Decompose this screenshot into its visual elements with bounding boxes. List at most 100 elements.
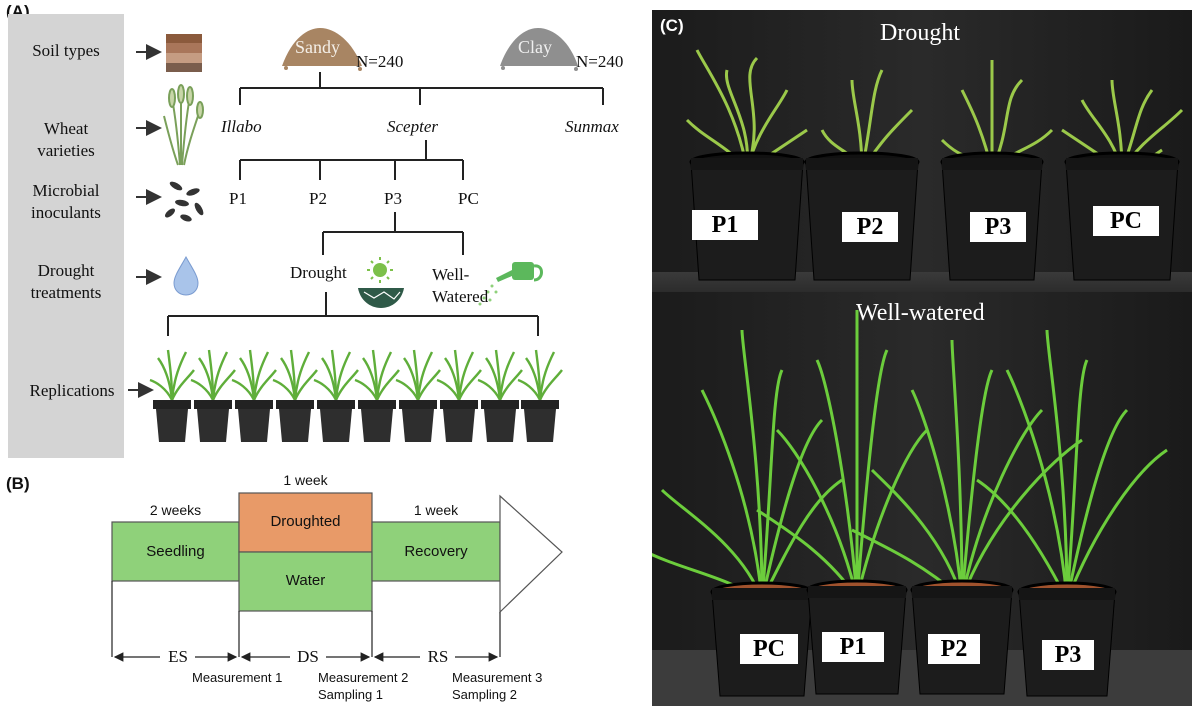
wheat-blade: [760, 369, 784, 601]
row-label-drought-1: Drought: [37, 261, 95, 280]
drought-title: Drought: [880, 20, 960, 46]
inoculant-p2: P2: [309, 189, 327, 208]
watered-pot-label-p2: P2: [928, 634, 980, 664]
plant-photo: Drought Well-watered P1 P2 P3 PC PC P1 P…: [652, 10, 1192, 706]
seedling-leaf: [231, 378, 256, 401]
seedling-leaf: [190, 378, 215, 401]
watered-pot-label-p1: P1: [822, 632, 884, 662]
replicate-pot: [354, 349, 400, 442]
pot-rim: [521, 400, 559, 409]
soil-n-sandy: N=240: [356, 52, 404, 71]
panel-a-graphics: [128, 28, 604, 442]
phase-seedling: Seedling: [146, 543, 205, 560]
wheat-blade: [1065, 448, 1168, 601]
inoculant-p3: P3: [384, 189, 402, 208]
duration-drought: 1 week: [283, 472, 328, 488]
watered-pot-label-pc: PC: [740, 634, 798, 664]
pot-body: [402, 409, 434, 442]
treatment-well-2: Watered: [432, 287, 489, 306]
wheat-blade: [760, 418, 824, 601]
seedling-leaf: [170, 369, 195, 401]
measurement-1: Measurement 1: [192, 670, 283, 685]
seedling-leaf: [375, 351, 393, 401]
seedling-leaf: [517, 378, 542, 401]
seedling-leaf: [354, 378, 379, 401]
seedling-leaf: [293, 369, 318, 401]
wheat-blade: [1065, 359, 1089, 601]
tree-lines: [167, 72, 604, 336]
phase-water: Water: [285, 572, 326, 589]
soil-label-clay: Clay: [518, 37, 552, 57]
wheat-blade: [960, 369, 994, 599]
replicate-pots: [149, 349, 563, 442]
replicate-pot: [272, 349, 318, 442]
seedling-leaf: [313, 378, 338, 401]
wheat-blade: [1065, 408, 1129, 601]
seedling-leaf: [207, 349, 215, 401]
pot-body: [238, 409, 270, 442]
stage-rs: RS: [427, 647, 449, 666]
replicate-pot: [436, 349, 482, 442]
wheat-blade: [976, 478, 1069, 601]
phase-recovery: Recovery: [404, 543, 468, 560]
seedling-leaf: [252, 369, 277, 401]
seedling-leaf: [416, 369, 441, 401]
treatment-well-1: Well-: [432, 265, 470, 284]
pot-rim: [235, 400, 273, 409]
seedling-leaf: [334, 351, 352, 401]
seedling-leaf: [534, 349, 542, 401]
replicate-pot: [149, 349, 195, 442]
drought-pot-label-p3: P3: [970, 212, 1026, 242]
drought-pot-label-pc: PC: [1093, 206, 1159, 236]
seedling-leaf: [538, 369, 563, 401]
pot-body: [156, 409, 188, 442]
variety-scepter: Scepter: [387, 117, 438, 136]
wheat-blade: [855, 349, 889, 599]
sampling-1: Sampling 1: [318, 687, 384, 702]
seedling-leaf: [252, 351, 270, 401]
row-arrows: [128, 44, 162, 398]
wheat-blade: [870, 468, 964, 599]
seedling-leaf: [248, 349, 256, 401]
seedling-leaf: [371, 349, 379, 401]
wheat-blade: [960, 408, 1044, 599]
sandy-soil-mound-icon: [282, 28, 362, 71]
wheat-blade: [910, 389, 964, 599]
seedling-leaf: [412, 349, 420, 401]
seedling-leaf: [477, 378, 502, 401]
seedling-leaf: [457, 369, 482, 401]
soil-n-clay: N=240: [576, 52, 624, 71]
inoculant-pc: PC: [458, 189, 479, 208]
phase-droughted: Droughted: [270, 513, 341, 530]
pot-body: [320, 409, 352, 442]
variety-sunmax: Sunmax: [565, 117, 619, 136]
seedling-leaf: [149, 378, 174, 401]
sampling-2: Sampling 2: [452, 687, 518, 702]
pot-rim: [194, 400, 232, 409]
pot-body: [524, 409, 556, 442]
panel-b-timeline: [111, 492, 563, 662]
replicate-pot: [395, 349, 441, 442]
replicate-pot: [477, 349, 523, 442]
wheat-blade: [815, 359, 859, 599]
seedling-leaf: [494, 349, 502, 401]
replicate-pot: [517, 349, 563, 442]
wheat-blade: [740, 329, 764, 601]
drought-pot-label-p1: P1: [692, 210, 758, 240]
panel-c-label: (C): [660, 16, 684, 35]
row-label-microbial-2: inoculants: [31, 203, 101, 222]
treatment-drought: Drought: [290, 263, 347, 282]
pot-body: [197, 409, 229, 442]
seedling-leaf: [498, 351, 516, 401]
seedling-leaf: [538, 351, 556, 401]
soil-profile-icon: [166, 34, 202, 72]
seedling-leaf: [166, 349, 174, 401]
seedling-leaf: [272, 378, 297, 401]
seedling-leaf: [457, 351, 475, 401]
seedling-leaf: [330, 349, 338, 401]
sun-cracked-soil-icon: [358, 257, 404, 308]
seedling-leaf: [170, 351, 188, 401]
row-label-wheat-1: Wheat: [43, 119, 89, 138]
inoculant-p1: P1: [229, 189, 247, 208]
pot-body: [484, 409, 516, 442]
